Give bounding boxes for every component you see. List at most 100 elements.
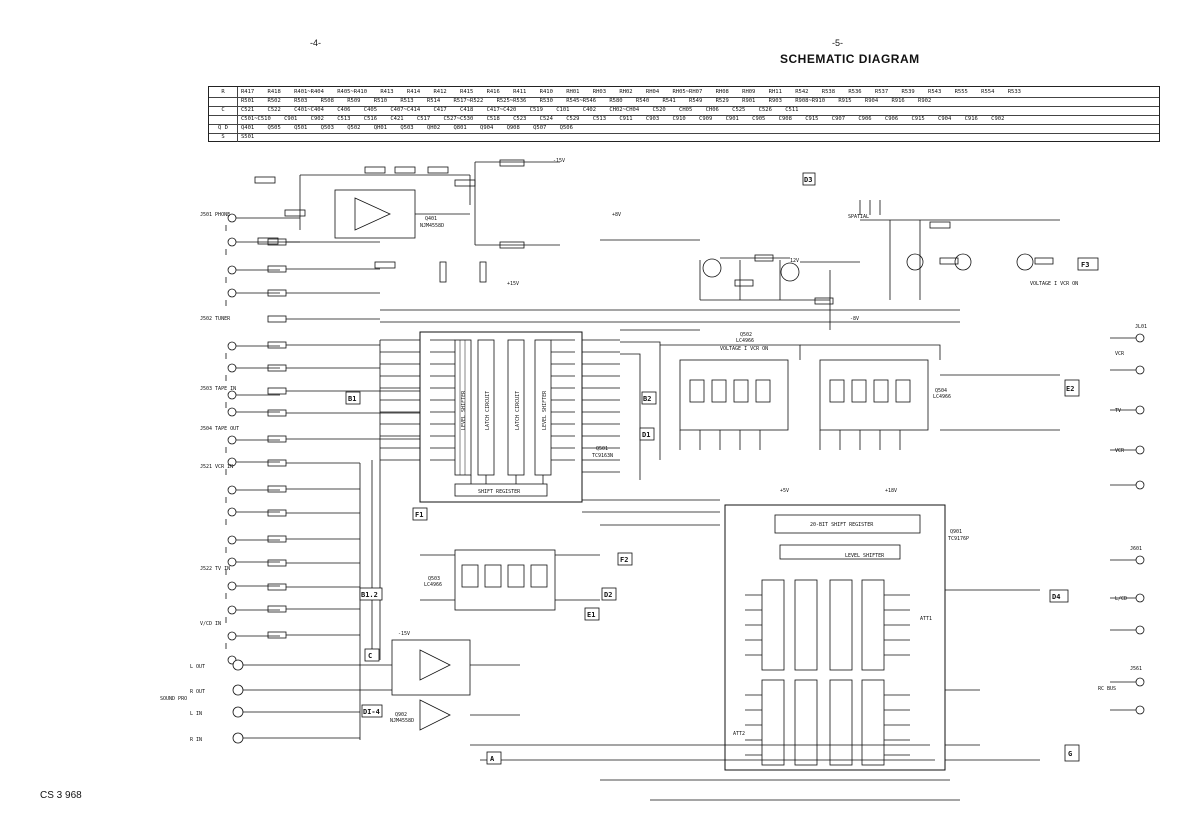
supply-label: +18V — [885, 488, 897, 494]
supply-label: +5V — [780, 488, 789, 494]
table-cells: R417 R418 R401~R404 R405~R410 R413 R414 … — [241, 89, 1021, 95]
jack-label-l-in: L IN — [190, 711, 202, 717]
jack-label-tuner: J502 TUNER — [200, 316, 231, 322]
connector-d4: D4 — [1052, 593, 1060, 601]
connector-b1: B1 — [348, 395, 356, 403]
att1-label: ATT1 — [920, 616, 932, 622]
table-category: R — [209, 87, 238, 97]
spatial-label: SPATIAL — [848, 214, 869, 220]
output-jacks — [1135, 333, 1145, 715]
connector-d3: D3 — [804, 176, 812, 184]
supply-label: 12V — [790, 258, 799, 264]
catalog-number: CS 3 968 — [40, 790, 82, 801]
supply-labels: -15V +15V +8V -8V +5V 12V +18V -15V — [398, 158, 897, 637]
jack-label-r-in: R IN — [190, 737, 202, 743]
ic-ref: Q502 — [740, 332, 752, 338]
jack-label-r-out: R OUT — [190, 689, 205, 695]
table-row: C501~C510 C901 C902 C513 C516 C421 C517 … — [209, 114, 1159, 125]
jack-labels: J501 PHONE J502 TUNER J503 TAPE IN J504 … — [160, 212, 239, 743]
table-cells: R501 R502 R503 R508 R509 R510 R513 R514 … — [241, 98, 932, 104]
supply-label: +15V — [507, 281, 519, 287]
ic-ref: Q401 — [425, 216, 437, 222]
page-title: SCHEMATIC DIAGRAM — [780, 52, 920, 66]
voltage-vcr-label: VOLTAGE I VCR ON — [720, 346, 768, 352]
att2-label: ATT2 — [733, 731, 745, 737]
q902-opamp-block — [360, 639, 520, 731]
right-jack-label: VCR — [1115, 448, 1125, 454]
ic-part: TC9176P — [948, 536, 969, 542]
supply-label: -15V — [398, 631, 410, 637]
right-jack-label: VCR — [1115, 351, 1125, 357]
connector-e1: E1 — [587, 611, 595, 619]
q501-ic — [380, 331, 620, 503]
ic-part: LC4966 — [933, 394, 951, 400]
signal-bus — [359, 260, 960, 801]
table-category: C — [209, 105, 238, 115]
connector-d2: D2 — [604, 591, 612, 599]
supply-label: +8V — [612, 212, 621, 218]
q901-ic — [724, 504, 1040, 771]
q401-opamp-block — [254, 159, 560, 283]
right-jack-label: JL01 — [1135, 324, 1147, 330]
jack-label-tape-out: J504 TAPE OUT — [200, 426, 239, 432]
jack-label-tv-in: J522 TV IN — [200, 566, 230, 572]
connector-d1: D1 — [642, 431, 650, 439]
q503-ic — [420, 549, 600, 611]
connector-e2: E2 — [1066, 385, 1074, 393]
connector-b1-2: B1.2 — [361, 591, 378, 599]
connector-boxes — [345, 172, 1099, 765]
table-category: S — [209, 132, 238, 142]
right-jack-label: J561 — [1130, 666, 1142, 672]
right-page-number: -5- — [832, 38, 843, 48]
connector-labels: B1 B2 B1.2 D1 D2 D3 D4 E1 E2 F1 F2 F3 G … — [348, 176, 1089, 763]
shift-register-label: SHIFT REGISTER — [478, 489, 521, 495]
input-jacks — [225, 213, 360, 744]
table-cells: Q401 Q505 Q501 Q503 Q502 QH01 Q503 QH02 … — [241, 125, 573, 131]
jack-label-sound-pro: SOUND PRO — [160, 696, 187, 702]
connector-f3: F3 — [1081, 261, 1089, 269]
jack-label-vcd-in: V/CD IN — [200, 621, 221, 627]
q502-ic — [660, 344, 801, 450]
ic-ref: Q901 — [950, 529, 962, 535]
jack-label-l-out: L OUT — [190, 664, 205, 670]
left-page-number: -4- — [310, 38, 321, 48]
bit20-label: 20-BIT SHIFT REGISTER — [810, 522, 874, 528]
level-shifter-vertical: LEVEL SHIFTER — [542, 390, 548, 430]
latch-circuit-vertical: LATCH CIRCUIT — [485, 391, 491, 430]
table-row: R501 R502 R503 R508 R509 R510 R513 R514 … — [209, 96, 1159, 107]
ic-part: LC4966 — [736, 338, 754, 344]
table-cells: C501~C510 C901 C902 C513 C516 C421 C517 … — [241, 116, 1005, 122]
right-jack-label: J601 — [1130, 546, 1142, 552]
connector-f2: F2 — [620, 556, 628, 564]
latch-circuit-vertical: LATCH CIRCUIT — [515, 391, 521, 430]
output-traces — [1110, 337, 1136, 711]
connector-g: G — [1068, 750, 1072, 758]
ic-labels: Q401 NJM4558D Q501 TC9163N Q502 LC4966 Q… — [390, 216, 969, 724]
ic-part: TC9163N — [592, 453, 613, 459]
supply-label: -8V — [850, 316, 859, 322]
level-shifter-vertical: LEVEL SHIFTER — [461, 390, 467, 430]
jack-label-phone: J501 PHONE — [200, 212, 230, 218]
right-jack-label: TV — [1115, 408, 1121, 414]
voltage-vcr2-label: VOLTAGE I VCR ON — [1030, 281, 1078, 287]
connector-di4: DI-4 — [363, 708, 380, 716]
ic-ref: Q504 — [935, 388, 947, 394]
right-jack-label: RC BUS — [1098, 686, 1116, 692]
connector-f1: F1 — [415, 511, 423, 519]
ic-part: NJM4558D — [390, 718, 414, 724]
block-labels: SHIFT REGISTER LEVEL SHIFTER 20-BIT SHIF… — [461, 214, 1078, 737]
connector-b2: B2 — [643, 395, 651, 403]
table-cells: S501 — [241, 134, 255, 140]
connector-c: C — [368, 652, 372, 660]
input-resistor-column — [267, 238, 420, 639]
ic-ref: Q902 — [395, 712, 407, 718]
supply-label: -15V — [553, 158, 565, 164]
right-jack-labels: JL01 VCR TV VCR J601 L/CD J561 RC BUS — [1098, 324, 1147, 692]
ic-part: NJM4558D — [420, 223, 444, 229]
